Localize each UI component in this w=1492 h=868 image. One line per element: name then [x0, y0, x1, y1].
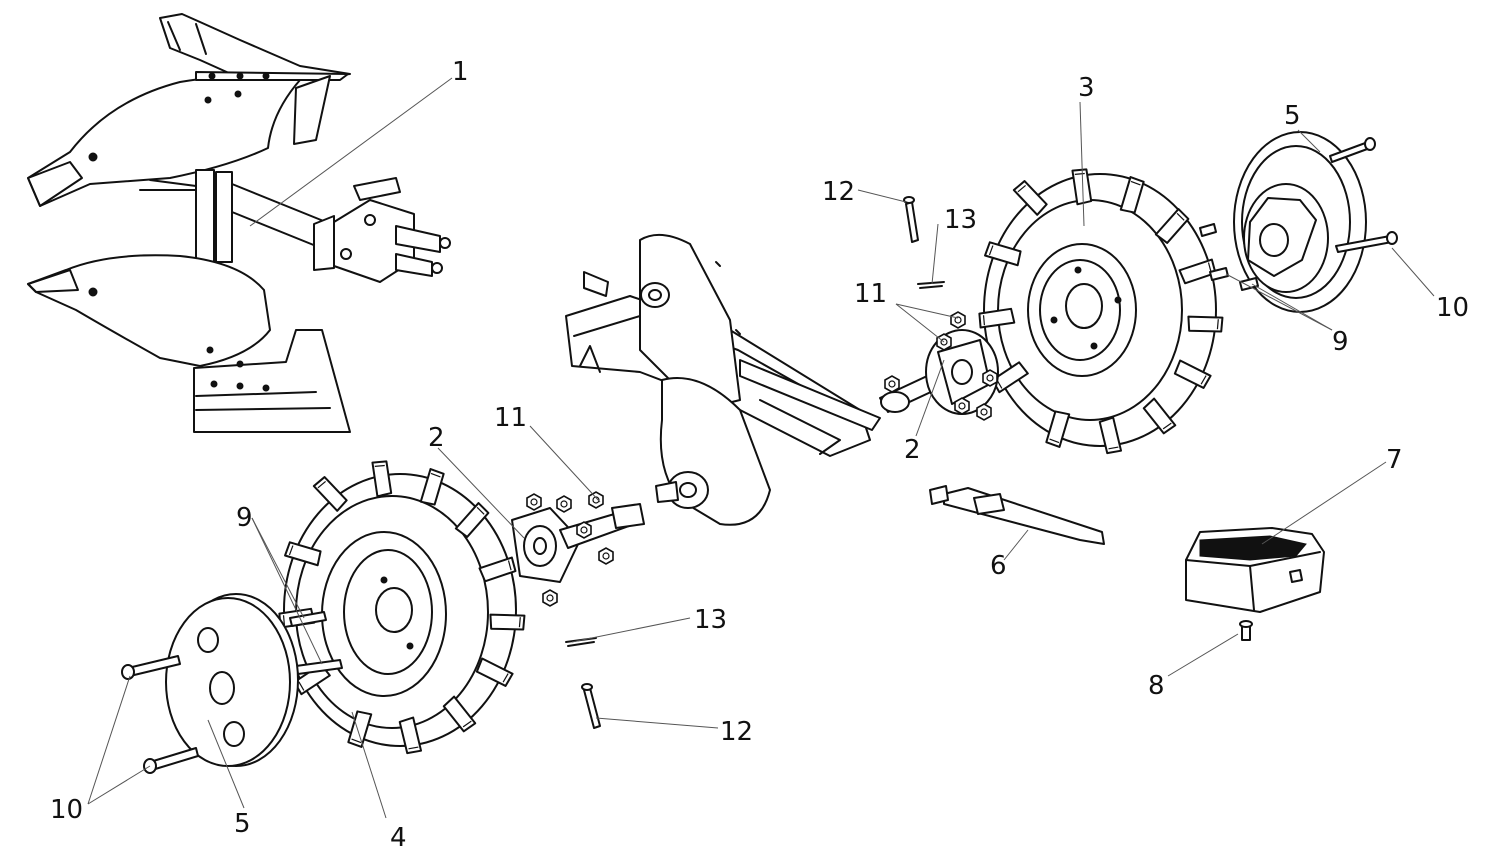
disk-bolts-right [1329, 137, 1398, 253]
disk-bolts-left [121, 655, 199, 774]
callout-5-left: 5 [234, 809, 251, 839]
transmission-frame [565, 233, 881, 526]
callout-13-upper: 13 [944, 205, 977, 235]
plough-assembly [27, 13, 451, 433]
callout-2-right: 2 [904, 435, 921, 465]
callout-10-left: 10 [50, 795, 83, 825]
callout-11-left: 11 [494, 403, 527, 433]
front-weight [1185, 527, 1325, 613]
lever [929, 485, 1105, 545]
disk-right [1233, 131, 1367, 313]
callout-4: 4 [390, 823, 407, 853]
callout-labels: 1 2 2 3 4 5 5 6 7 8 9 9 10 10 11 11 12 1… [50, 57, 1469, 853]
callout-12-upper: 12 [822, 177, 855, 207]
callout-13-lower: 13 [694, 605, 727, 635]
clip-lower [565, 637, 597, 647]
callout-9-right: 9 [1332, 327, 1349, 357]
callout-7: 7 [1386, 445, 1403, 475]
callout-5-right: 5 [1284, 101, 1301, 131]
callout-11-right: 11 [854, 279, 887, 309]
wheel-left [278, 460, 526, 755]
wheel-right [978, 168, 1224, 455]
weight-bolt [1239, 620, 1253, 641]
callout-2-left: 2 [428, 423, 445, 453]
disk-left [165, 593, 299, 767]
callout-10-right: 10 [1436, 293, 1469, 323]
callout-3: 3 [1078, 73, 1095, 103]
callout-8: 8 [1148, 671, 1165, 701]
leader-lines [87, 77, 1435, 819]
callout-9-left: 9 [236, 503, 253, 533]
pin-lower [581, 683, 601, 729]
wheel-bolts-right [1199, 223, 1259, 291]
clip-upper [917, 281, 945, 289]
hub-left [511, 503, 645, 583]
wheel-bolts-left [289, 611, 343, 675]
callout-6: 6 [990, 551, 1007, 581]
hub-right [879, 329, 999, 415]
callout-1: 1 [452, 57, 469, 87]
callout-12-lower: 12 [720, 717, 753, 747]
pin-upper [903, 196, 919, 243]
